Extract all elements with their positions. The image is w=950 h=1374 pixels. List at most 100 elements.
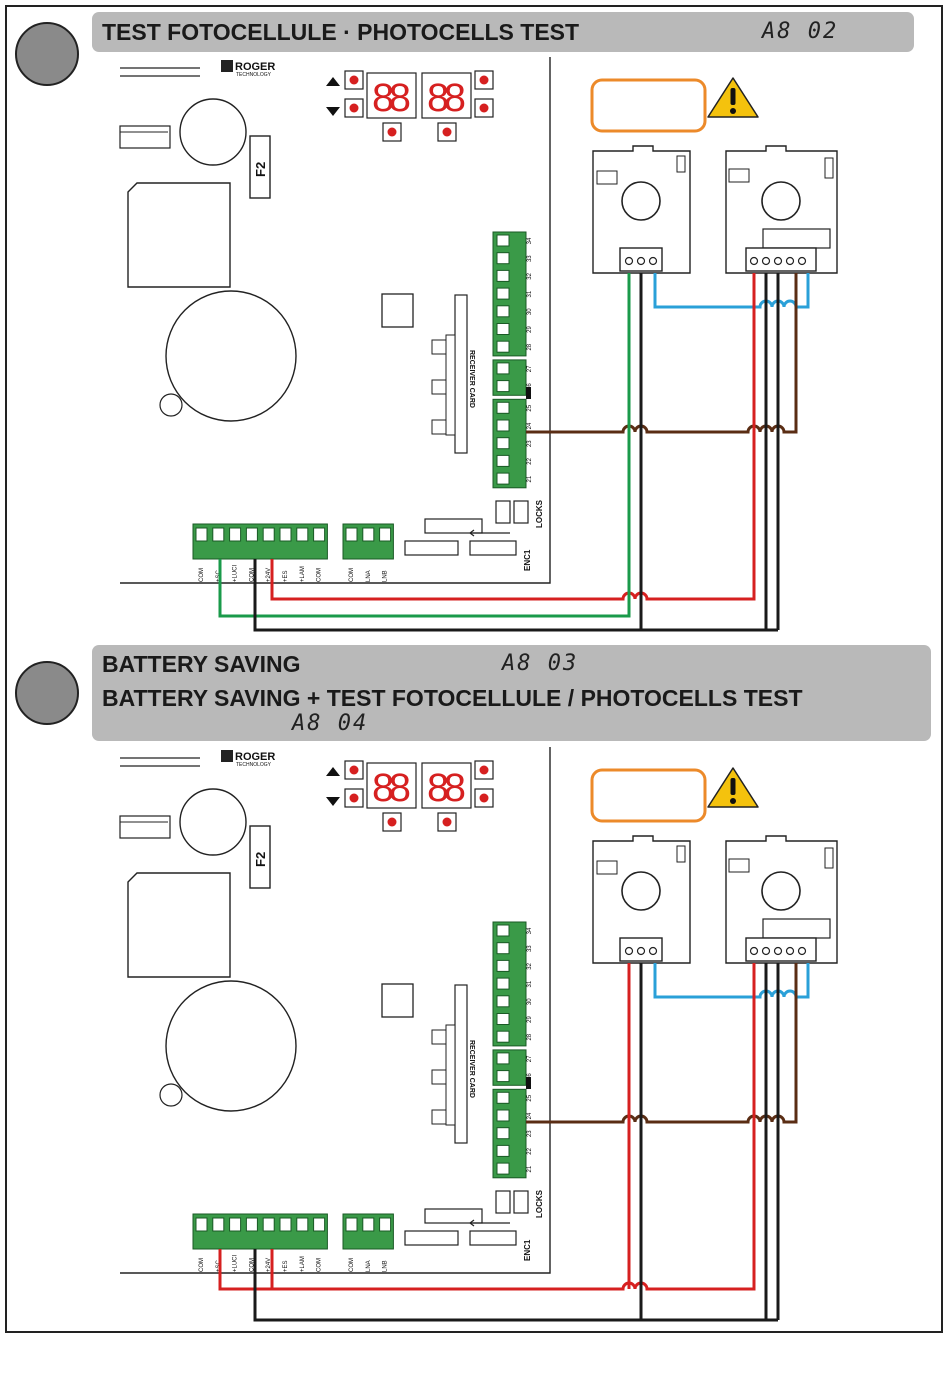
terminal-screw (345, 1217, 358, 1232)
section2-title-line2: BATTERY SAVING + TEST FOTOCELLULE / PHOT… (102, 685, 803, 711)
terminal-screw (496, 362, 510, 375)
photocell-rx-relay (762, 228, 831, 249)
photocell-rx-relay (762, 918, 831, 939)
display-button-led (479, 793, 489, 803)
terminal-screw (296, 1217, 309, 1232)
terminal-screw (296, 527, 309, 542)
terminal-hole (761, 946, 771, 956)
terminal-screw (496, 472, 510, 485)
terminal-screw (362, 527, 375, 542)
photocell-jumper (824, 157, 834, 179)
brand-name: ROGER (235, 751, 275, 763)
terminal-number: 22 (527, 1147, 533, 1154)
terminal-number: 33 (527, 255, 533, 262)
section1-banner: TEST FOTOCELLULE · PHOTOCELLS TEST A8 02 (92, 12, 914, 52)
section1-title: TEST FOTOCELLULE · PHOTOCELLS TEST (102, 19, 580, 45)
terminal-label: COM (249, 1258, 255, 1272)
capacitor-large (165, 980, 297, 1112)
wire-blue-rx (754, 963, 810, 999)
terminal-number: 30 (527, 308, 533, 315)
terminal-screw (279, 1217, 292, 1232)
terminal-number: 28 (527, 343, 533, 350)
terminal-label: +24V (266, 568, 272, 582)
terminal-screw (496, 1144, 510, 1157)
receiver-slot (445, 1024, 456, 1126)
receiver-pin (431, 1069, 447, 1085)
terminal-screw (279, 527, 292, 542)
terminal-hole (797, 256, 807, 266)
receiver-pin (431, 419, 447, 435)
terminal-label: COM (349, 568, 355, 582)
display-button-led (349, 793, 359, 803)
display-button-led (387, 127, 397, 137)
photocell-note-box (590, 768, 707, 823)
fuse-label: F2 (253, 162, 268, 177)
warning-icon-dot (730, 108, 736, 114)
display-button-led (349, 75, 359, 85)
terminal-number: 23 (527, 1130, 533, 1137)
locks-connector (495, 500, 511, 524)
enc-connector (424, 1208, 483, 1224)
terminal-number: 29 (527, 326, 533, 333)
brand-logo-mark (221, 750, 233, 762)
terminal-label: +LAM (300, 566, 306, 582)
display-button-led (442, 817, 452, 827)
terminal-label: LNB (383, 1260, 389, 1272)
terminal-hole (785, 946, 795, 956)
terminal-label: COM (317, 1258, 323, 1272)
terminal-screw (229, 1217, 242, 1232)
section2-marker (15, 661, 79, 725)
terminal-screw (496, 924, 510, 937)
terminal-number: 34 (527, 927, 533, 934)
terminal-label: COM (249, 568, 255, 582)
capacitor-small (179, 98, 247, 166)
terminal-number: 27 (527, 1055, 533, 1062)
photocell-tx-lens (621, 871, 661, 911)
receiver-pin (431, 339, 447, 355)
receiver-slot (445, 334, 456, 436)
enc-connector (424, 518, 483, 534)
wire-red-rx (270, 273, 756, 601)
wire-red-rx (270, 963, 756, 1291)
wire-blue-tx (653, 273, 754, 309)
display-button-led (349, 103, 359, 113)
terminal-screw (313, 527, 326, 542)
wire-blue-tx (653, 963, 754, 999)
terminal-screw (496, 380, 510, 393)
terminal-screw (496, 1013, 510, 1025)
terminal-screw (496, 401, 510, 414)
photocell-jumper (824, 847, 834, 869)
enc-arrow-head (469, 529, 475, 537)
display-button-led (442, 127, 452, 137)
transformer (127, 182, 231, 288)
terminal-number: 30 (527, 998, 533, 1005)
mounting-hole (159, 393, 183, 417)
receiver-label: RECEIVER CARD (468, 1040, 475, 1098)
terminal-number: 24 (527, 1112, 533, 1119)
terminal-number: 27 (527, 365, 533, 372)
display-button-led (349, 765, 359, 775)
locks-connector (513, 500, 529, 524)
photocell-jumper (676, 845, 686, 863)
terminal-label: LNB (383, 570, 389, 582)
capacitor-large (165, 290, 297, 422)
receiver-pin (431, 1029, 447, 1045)
terminal-screw (195, 527, 208, 542)
section2-code1: A8 03 (502, 651, 579, 676)
terminal-number: 26 (527, 383, 533, 390)
jumper (526, 387, 531, 399)
transformer (127, 872, 231, 978)
terminal-screw (496, 1127, 510, 1140)
arrow-down-icon (326, 797, 340, 806)
terminal-hole (648, 946, 658, 956)
board-outline (120, 57, 551, 584)
photocell-jumper (728, 168, 750, 183)
section2-banner: BATTERY SAVING A8 03 BATTERY SAVING + TE… (92, 645, 931, 741)
display-digits-left: 88 (372, 766, 411, 810)
jumper (526, 1077, 531, 1089)
terminal-number: 32 (527, 272, 533, 279)
terminal-screw (496, 287, 510, 300)
page-frame (5, 5, 943, 1333)
display-button-led (387, 817, 397, 827)
display-digit-box (421, 762, 472, 809)
